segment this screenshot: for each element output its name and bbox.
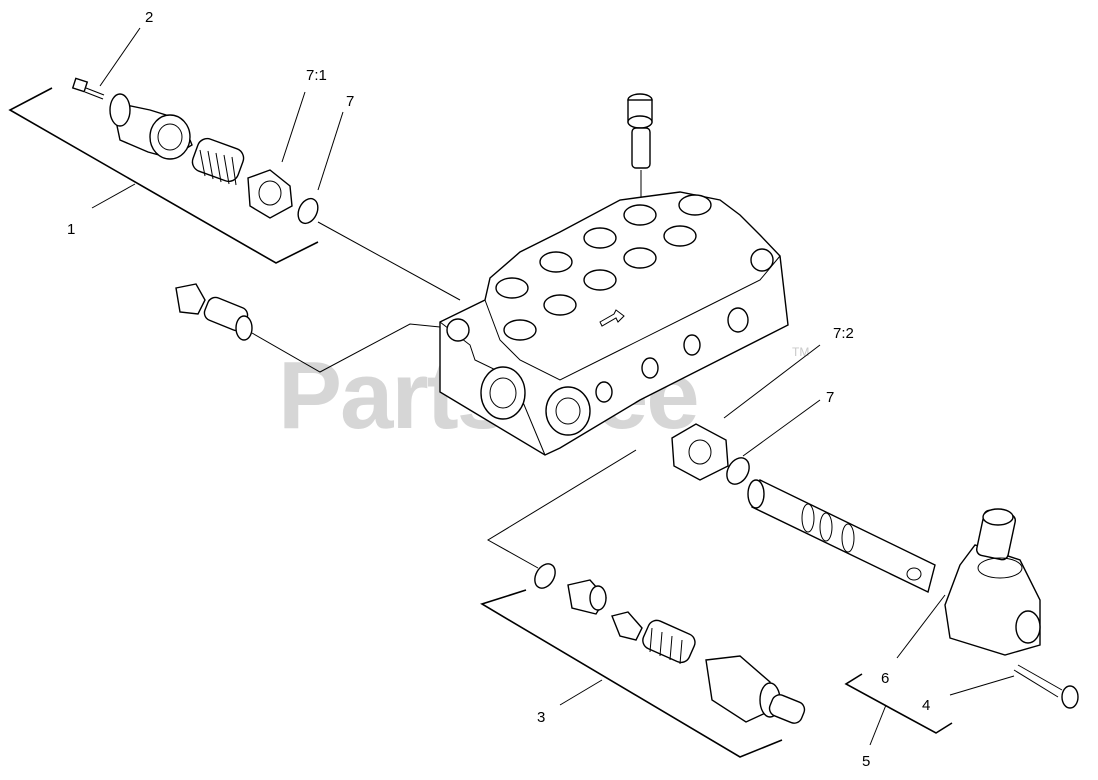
adjuster-body [705,655,806,724]
leader-4 [949,675,1015,696]
callout-7-1: 7:1 [306,67,327,84]
bracket-1 [8,87,319,264]
watermark-tm: TM [792,345,809,359]
callout-labels: 2 7:1 7 1 7:2 7 6 4 3 5 [67,9,930,770]
leader-6 [896,594,946,659]
plate-7-2 [671,423,729,481]
assembly-1 [8,27,461,301]
o-ring-3 [534,563,556,589]
lever-bracket-6 [944,508,1041,656]
callout-7-right: 7 [826,389,834,406]
callout-7-top: 7 [346,93,354,110]
leader-7-top [317,111,344,191]
alignment-line-3 [487,449,637,569]
leader-7-right [742,399,821,457]
spring [191,137,245,186]
plate-7-1 [247,169,293,219]
leader-2 [99,27,141,87]
relief-housing [109,93,193,160]
leader-7-1 [281,91,306,163]
poppet [567,579,643,641]
callout-1: 1 [67,221,75,238]
callout-3: 3 [537,709,545,726]
assembly-3 [480,449,806,758]
cap-screw-2 [71,77,105,100]
cap-screw-4 [1013,664,1079,709]
bracket-5 [844,673,953,734]
callout-5: 5 [862,753,870,770]
callout-6: 6 [881,670,889,687]
leader-3 [559,679,603,706]
left-plug [175,283,471,373]
alignment-line-1 [317,221,461,301]
valve-body [439,191,789,456]
spool [747,479,936,594]
bracket-3 [480,589,783,758]
leader-1 [91,183,136,209]
leader-7-2 [723,344,821,419]
leader-5 [869,704,887,746]
callout-7-2: 7:2 [833,325,854,342]
callout-2: 2 [145,9,153,26]
spring-3 [642,619,696,665]
callout-4: 4 [922,697,930,714]
o-ring-7-top [297,197,319,225]
o-ring-7-right [726,457,750,485]
